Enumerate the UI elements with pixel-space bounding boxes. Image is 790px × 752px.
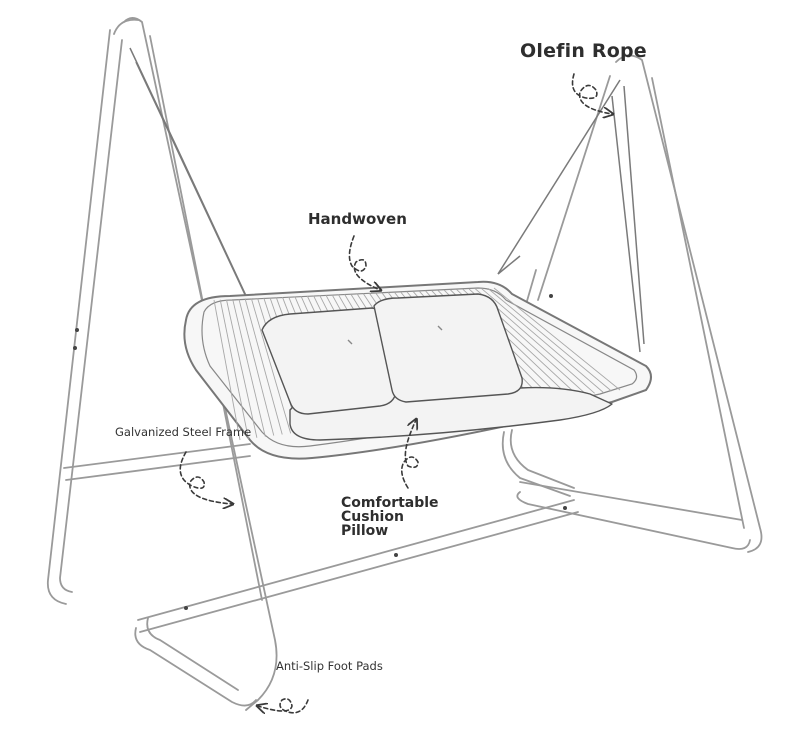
olefin-rope-arrow [571, 73, 613, 114]
foot-pads-arrow [258, 698, 309, 713]
cushion-label-line1: Comfortable Cushion [341, 495, 439, 525]
frame-bolts [73, 294, 567, 610]
weave-strand [487, 287, 612, 392]
handwoven-label: Handwoven [308, 210, 407, 228]
weave-strand [213, 299, 241, 441]
cushion-pillow [261, 293, 613, 441]
weave-strand [238, 298, 275, 436]
handwoven-arrow [348, 235, 380, 290]
cushion-label-line2: Pillow [341, 523, 389, 539]
steel-frame-arrow [179, 451, 232, 504]
anti-slip-foot-pads-label: Anti-Slip Foot Pads [276, 659, 383, 673]
weave-strand [232, 299, 266, 437]
weave-strand [481, 288, 604, 393]
weave-strand [244, 298, 283, 435]
weave-strand [226, 299, 258, 438]
cushion-arrow [400, 420, 419, 489]
weave-strand [219, 299, 249, 439]
weave-strand [493, 287, 621, 391]
olefin-rope-label: Olefin Rope [520, 40, 647, 62]
cushion-pillow-label: Comfortable Cushion Pillow [341, 496, 501, 538]
galvanized-steel-frame-label: Galvanized Steel Frame [115, 425, 252, 439]
weave-strand [250, 298, 292, 434]
callout-arrows [179, 73, 613, 713]
